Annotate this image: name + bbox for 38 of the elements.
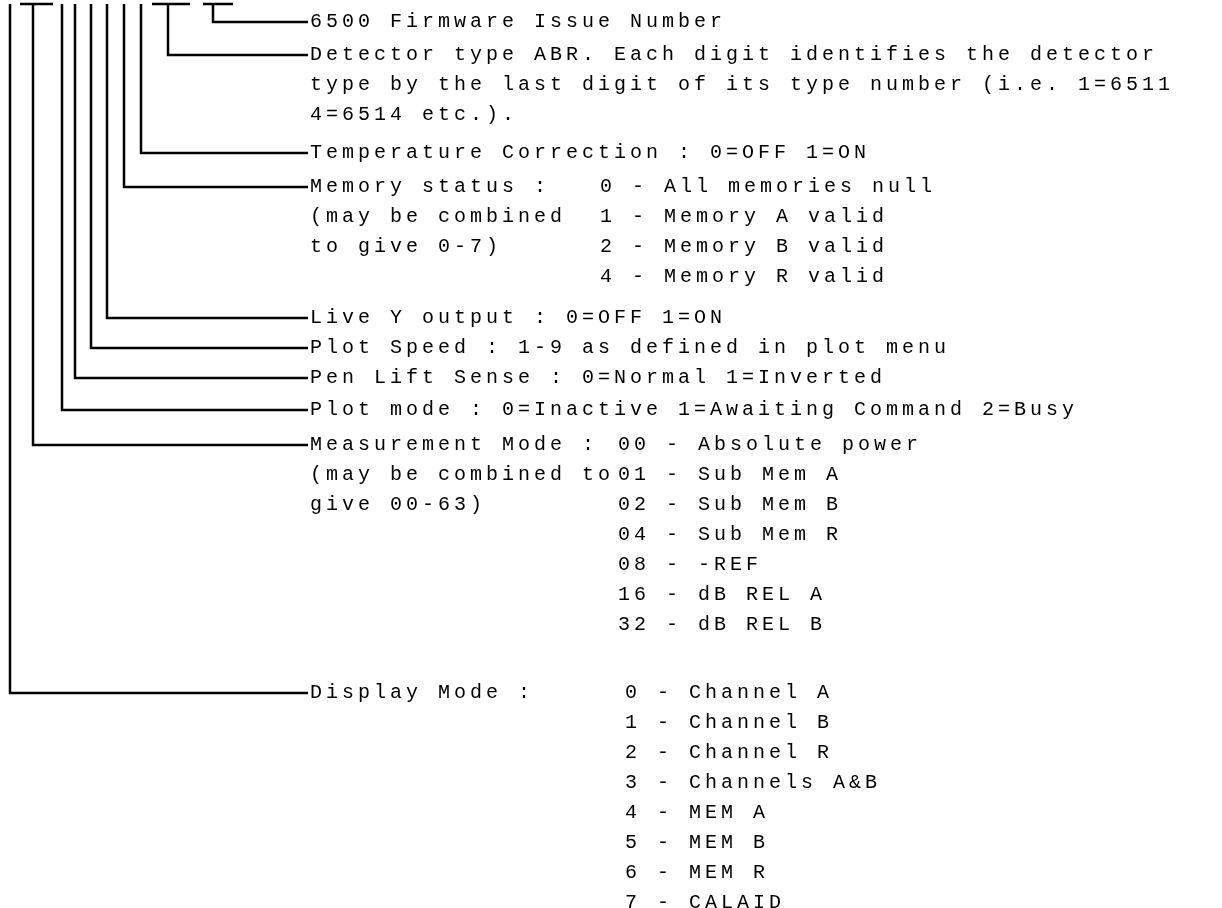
leader-line xyxy=(139,4,308,155)
leader-line xyxy=(105,4,308,320)
leader-line xyxy=(8,4,308,695)
code-value-text: 4 - MEM A xyxy=(625,800,771,826)
description-text: Display Mode : xyxy=(310,680,536,706)
code-value-text: 7 - CALAID xyxy=(625,890,787,908)
description-text: Live Y output : 0=OFF 1=ON xyxy=(310,305,728,331)
description-text: Pen Lift Sense : 0=Normal 1=Inverted xyxy=(310,365,888,391)
description-text: 6500 Firmware Issue Number xyxy=(310,9,728,35)
code-value-text: 2 - Channel R xyxy=(625,740,835,766)
leader-line xyxy=(18,2,310,447)
code-value-text: 5 - MEM B xyxy=(625,830,771,856)
description-text: Plot Speed : 1-9 as defined in plot menu xyxy=(310,335,952,361)
description-text: Temperature Correction : 0=OFF 1=ON xyxy=(310,140,872,166)
code-value-text: 0 - All memories null xyxy=(600,174,937,200)
description-text: (may be combined to give 00-63) xyxy=(310,462,616,518)
code-value-text: 1 - Channel B xyxy=(625,710,835,736)
code-value-text: 01 - Sub Mem A xyxy=(618,462,844,488)
description-text: Plot mode : 0=Inactive 1=Awaiting Command 2=Busy xyxy=(310,397,1080,423)
code-value-text: 4 - Memory R valid xyxy=(600,264,890,290)
code-value-text: 6 - MEM R xyxy=(625,860,771,886)
leader-line xyxy=(150,2,310,57)
code-value-text: 0 - Channel A xyxy=(625,680,835,706)
code-value-text: 02 - Sub Mem B xyxy=(618,492,844,518)
code-value-text: 16 - dB REL A xyxy=(618,582,828,608)
code-value-text: 2 - Memory B valid xyxy=(600,234,890,260)
code-value-text: 00 - Absolute power xyxy=(618,432,923,458)
description-text: Detector type ABR. Each digit identifies the detector type by the last digit of its type number (i.e. 1=6511 4=6514 etc.). xyxy=(310,42,1176,128)
leader-line xyxy=(201,2,310,24)
code-value-text: 04 - Sub Mem R xyxy=(618,522,844,548)
code-value-text: 1 - Memory A valid xyxy=(600,204,890,230)
code-value-text: 08 - -REF xyxy=(618,552,764,578)
code-value-text: 3 - Channels A&B xyxy=(625,770,882,796)
code-value-text: 32 - dB REL B xyxy=(618,612,828,638)
leader-line xyxy=(122,4,308,189)
description-text: Memory status : xyxy=(310,174,552,200)
description-text: (may be combined to give 0-7) xyxy=(310,204,568,260)
description-text: Measurement Mode : xyxy=(310,432,600,458)
